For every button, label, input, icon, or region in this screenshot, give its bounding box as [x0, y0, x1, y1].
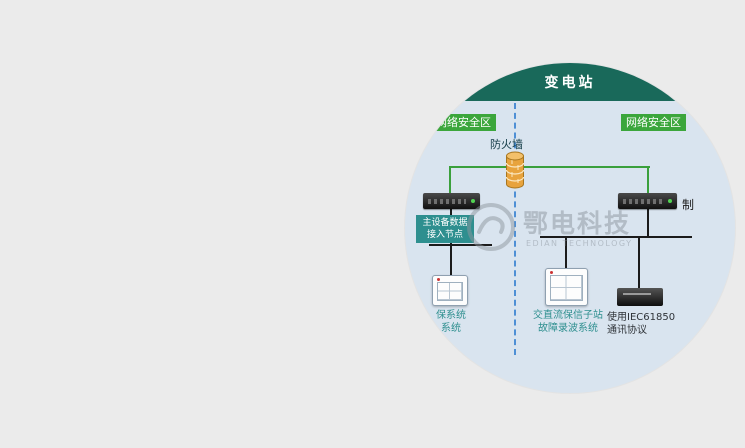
zone-label-right: 网络安全区	[621, 114, 686, 131]
watermark: 鄂电科技 EDIAN TECHNOLOGY	[463, 199, 687, 261]
device-label-middle: 交直流保信子站 故障录波系统	[530, 309, 606, 335]
device-label-left: 保系统 系统	[419, 309, 483, 335]
bus-line-horizontal-right	[540, 236, 692, 238]
device-label-right-line1: 使用IEC61850	[607, 312, 676, 323]
bus-line-switch-right-drop	[647, 209, 649, 237]
relay-status-dot-icon	[550, 271, 553, 274]
switch-side-label: 制	[682, 198, 695, 212]
node-label-line2: 接入节点	[426, 230, 463, 240]
device-label-middle-line1: 交直流保信子站	[533, 310, 603, 321]
network-switch-right	[618, 193, 677, 209]
switch-ports-icon	[428, 199, 466, 204]
ethernet-line-drop-right	[647, 167, 649, 194]
switch-ports-icon	[623, 199, 663, 204]
bus-line-middle-device-drop	[565, 237, 567, 269]
node-label-line1: 主设备数据	[422, 218, 468, 228]
device-label-left-line1: 保系统	[436, 310, 466, 321]
zone-label-left: 网络安全区	[431, 114, 496, 131]
protection-relay-device-left	[432, 275, 468, 306]
edian-logo-icon	[467, 203, 515, 251]
watermark-text-cn: 鄂电科技	[523, 209, 632, 238]
device-label-right-line2: 通讯协议	[607, 325, 647, 336]
recorder-device	[617, 288, 663, 306]
switch-led-icon	[668, 199, 672, 203]
substation-title: 变电站	[544, 75, 596, 91]
recorder-slot-icon	[623, 293, 651, 295]
device-label-left-line2: 系统	[441, 323, 461, 334]
ethernet-line-drop-left	[449, 167, 451, 194]
relay-status-dot-icon	[437, 278, 440, 281]
switch-led-icon	[471, 199, 475, 203]
protection-relay-device-middle	[545, 268, 588, 306]
relay-panel-grid-icon	[550, 275, 583, 301]
substation-header: 变电站	[405, 63, 735, 101]
device-label-right: 使用IEC61850 通讯协议	[607, 311, 691, 337]
relay-panel-grid-icon	[437, 282, 463, 301]
device-label-middle-line2: 故障录波系统	[538, 323, 598, 334]
network-switch-left	[423, 193, 480, 209]
firewall-label: 防火墙	[490, 138, 523, 151]
substation-diagram-circle: 变电站 网络安全区 网络安全区 防火墙 制 主设备数据 接入节点	[405, 63, 735, 393]
watermark-text-en: EDIAN TECHNOLOGY	[526, 239, 633, 248]
security-zone-divider-dashed-line	[514, 103, 516, 355]
bus-line-recorder-drop	[638, 237, 640, 288]
firewall-icon	[505, 151, 525, 189]
bus-line-horizontal-left	[429, 244, 492, 246]
data-access-node-label: 主设备数据 接入节点	[416, 215, 474, 243]
ethernet-line-horizontal	[449, 166, 650, 168]
